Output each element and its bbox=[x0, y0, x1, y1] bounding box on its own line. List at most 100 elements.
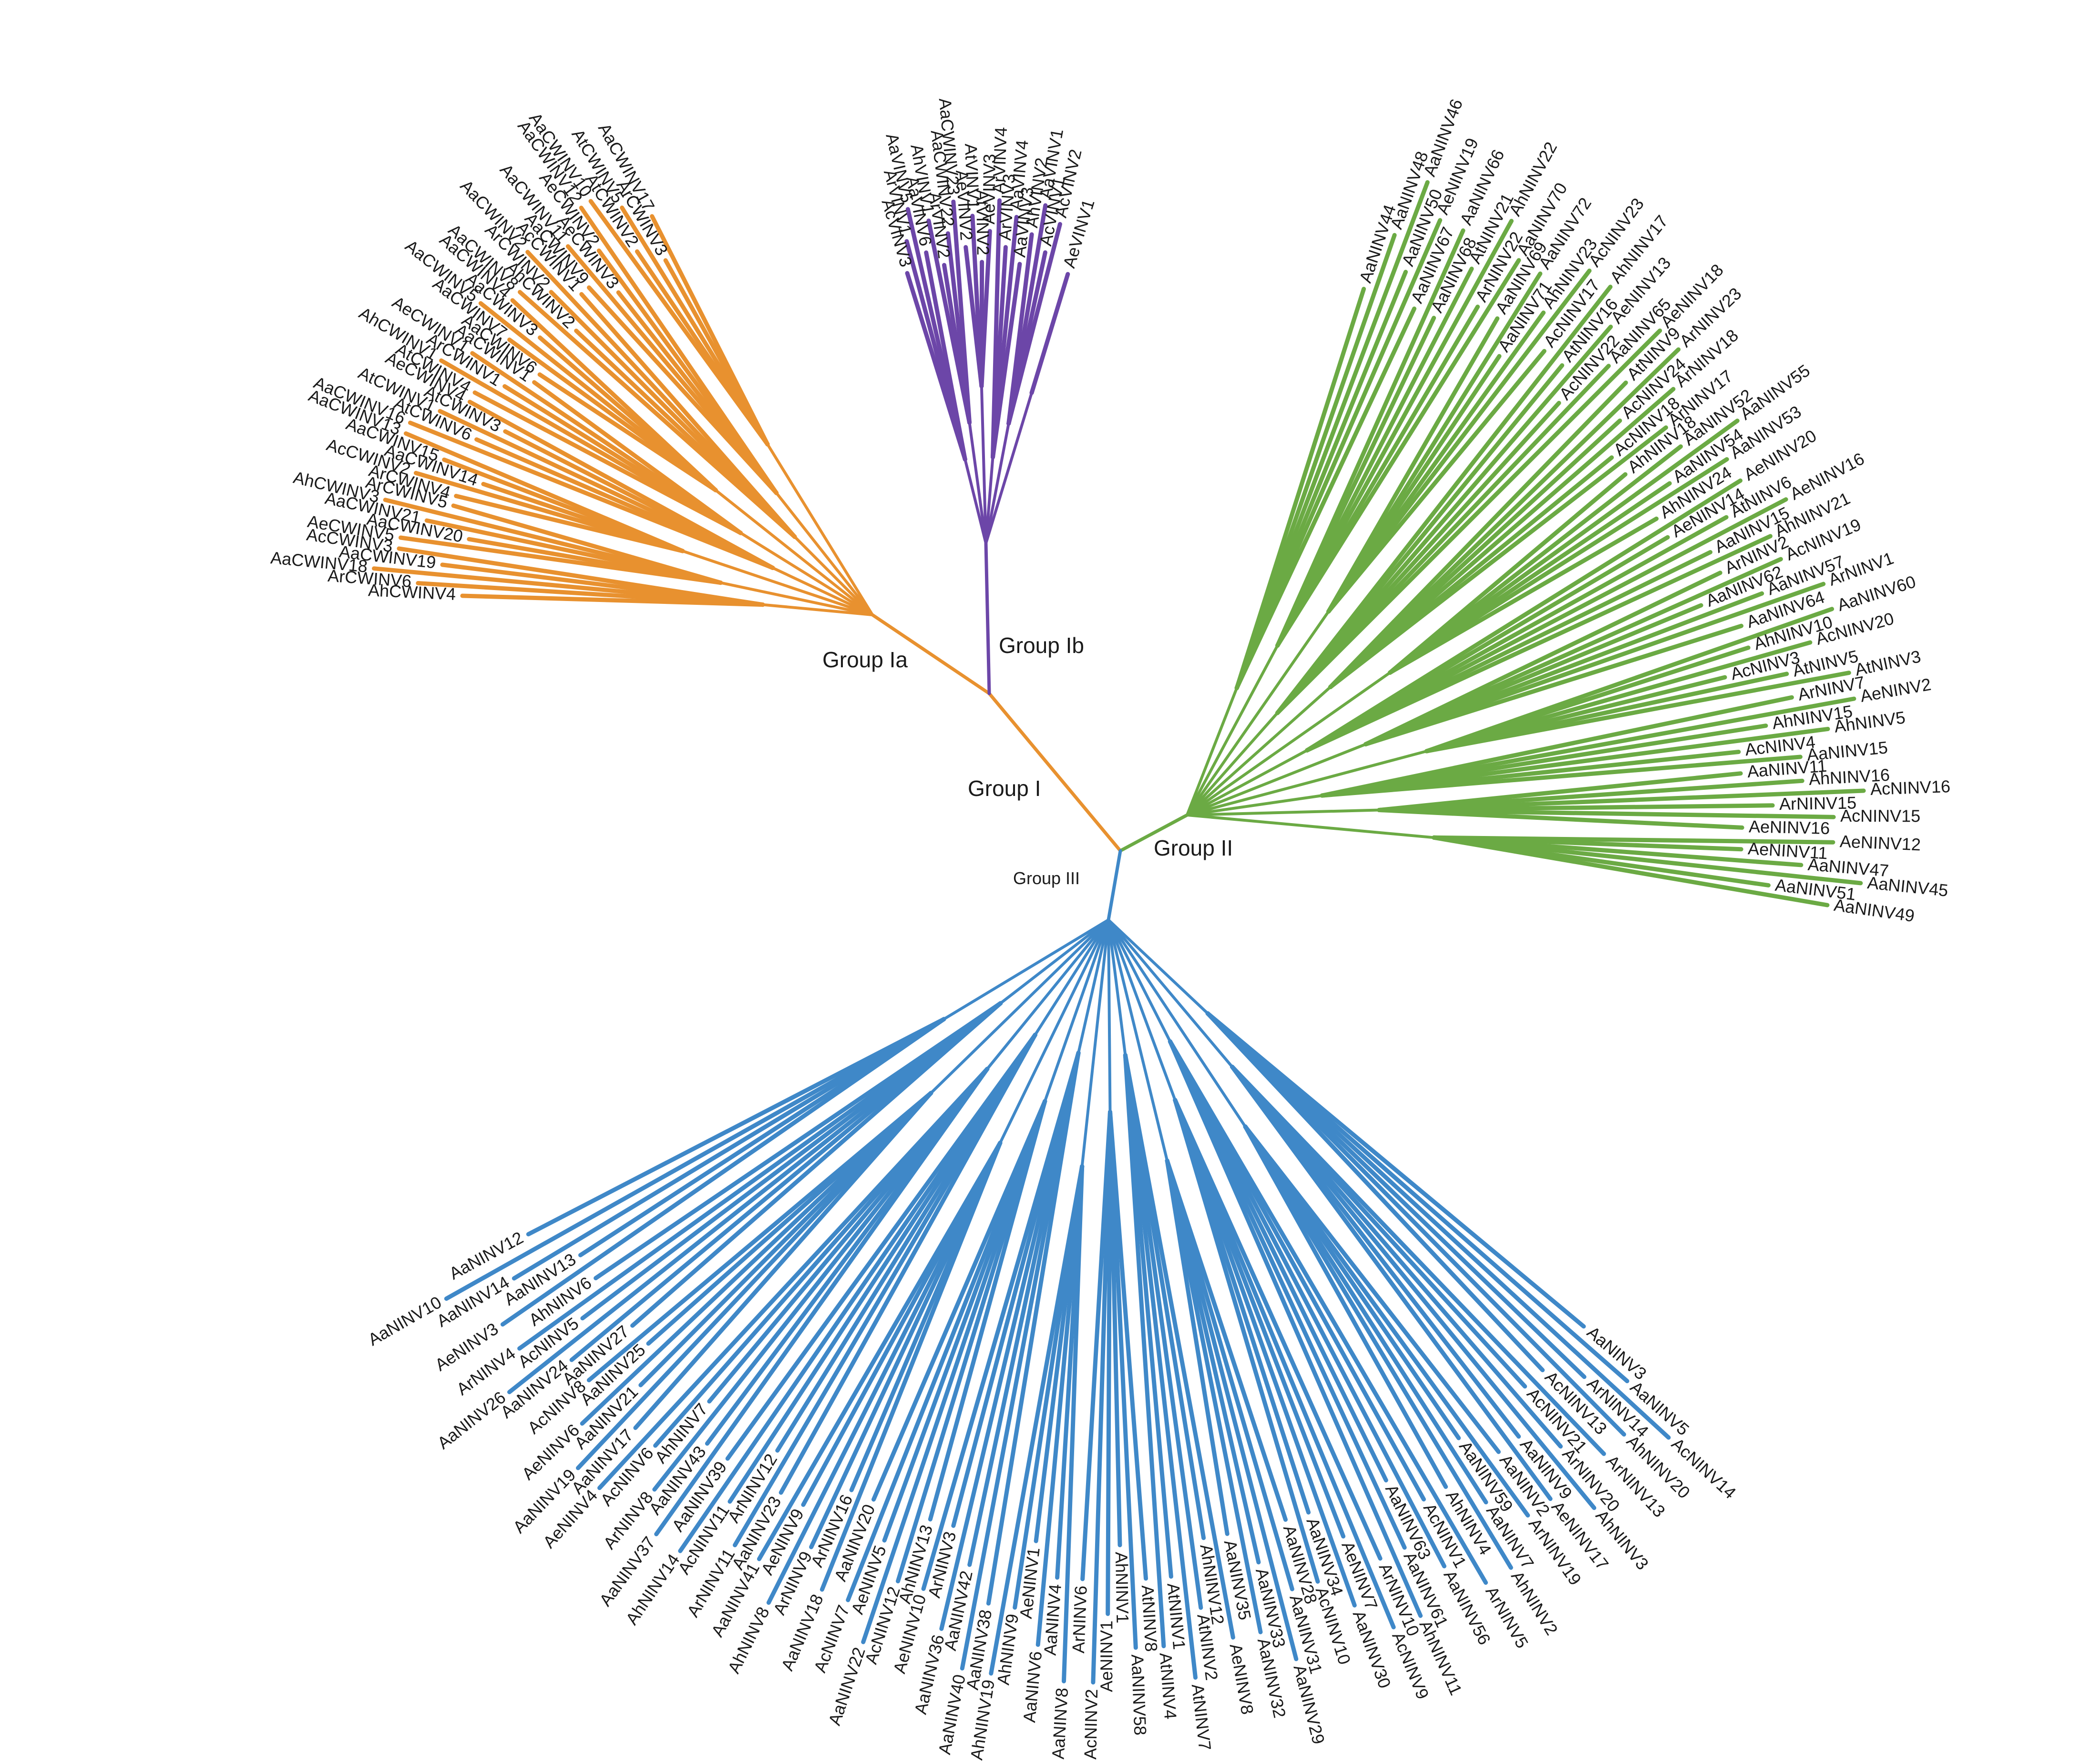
leaf-branch bbox=[1055, 1164, 1085, 1580]
leaf-branch bbox=[1363, 581, 1826, 746]
leaf-branch bbox=[1035, 1164, 1085, 1647]
leaf-branch bbox=[921, 1050, 1081, 1591]
leaf-branch bbox=[526, 1017, 946, 1236]
internal-branch bbox=[1107, 918, 1177, 1101]
internal-branch bbox=[942, 918, 1110, 1021]
internal-branch bbox=[1186, 794, 1324, 816]
group-label-ii: Group II bbox=[1154, 836, 1233, 860]
leaf-label: AtNINV8 bbox=[1138, 1584, 1161, 1652]
leaf-branch bbox=[1006, 222, 1062, 426]
leaf-label: AeNINV12 bbox=[1839, 831, 1921, 854]
leaf-label: AtVINV1 bbox=[961, 143, 984, 210]
leaf-branch bbox=[809, 1141, 1003, 1550]
leaf-branch bbox=[654, 1067, 990, 1537]
leaf-label: AeVINV3 bbox=[979, 154, 999, 225]
leaf-branch bbox=[1205, 1011, 1630, 1384]
leaf-branch bbox=[1275, 219, 1514, 648]
leaf-branch bbox=[1377, 788, 1866, 812]
internal-branch bbox=[1080, 918, 1110, 1168]
internal-branch bbox=[1077, 918, 1110, 1054]
leaf-branch bbox=[733, 1032, 1037, 1548]
leaf-branch bbox=[633, 1091, 933, 1430]
leaf-label: AhNINV19 bbox=[966, 1678, 998, 1761]
leaf-branch bbox=[991, 262, 1022, 459]
leaf-branch bbox=[1205, 1011, 1545, 1373]
leaf-label: AaNINV8 bbox=[1048, 1687, 1072, 1760]
leaf-branch bbox=[586, 1091, 933, 1383]
internal-branch bbox=[739, 531, 874, 616]
leaf-label: AeVINV2 bbox=[952, 169, 976, 241]
leaf-branch bbox=[1320, 696, 1856, 798]
leaf-label: AtNINV4 bbox=[1156, 1652, 1181, 1720]
leaf-branch bbox=[678, 1032, 1037, 1553]
leaf-branch bbox=[579, 292, 797, 539]
leaf-label: AaNINV45 bbox=[1866, 873, 1949, 900]
leaf-branch bbox=[1305, 497, 1788, 753]
leaf-label: AaNINV40 bbox=[934, 1673, 969, 1756]
leaf-label: AaNINV49 bbox=[1833, 895, 1916, 926]
internal-branch bbox=[1107, 918, 1210, 1015]
leaf-branch bbox=[517, 1001, 1003, 1351]
internal-branch bbox=[1107, 918, 1247, 1128]
leaf-branch bbox=[757, 1141, 1003, 1561]
leaf-label: ArNINV15 bbox=[1779, 793, 1857, 814]
leaf-branch bbox=[403, 431, 685, 553]
leaf-branch bbox=[1424, 671, 1851, 754]
leaf-label: AaNINV10 bbox=[365, 1292, 445, 1349]
leaf-branch bbox=[451, 503, 723, 585]
leaf-branch bbox=[1243, 1124, 1513, 1570]
leaf-label: AaNINV29 bbox=[1290, 1663, 1329, 1746]
leaf-branch bbox=[597, 1067, 990, 1490]
internal-branch bbox=[1107, 918, 1169, 1162]
leaf-branch bbox=[989, 1164, 1085, 1676]
leaf-branch bbox=[779, 1032, 1037, 1495]
group-label-i: Group I bbox=[968, 776, 1041, 801]
group-ib-stem bbox=[984, 541, 991, 695]
leaf-branch bbox=[1234, 180, 1430, 691]
leaf-branch bbox=[1320, 726, 1830, 798]
internal-branch bbox=[761, 603, 874, 616]
internal-branch bbox=[1186, 671, 1392, 816]
leaf-label: AaNINV56 bbox=[1440, 1567, 1495, 1648]
internal-branch bbox=[1043, 918, 1110, 1103]
internal-branch bbox=[1186, 610, 1330, 816]
leaf-branch bbox=[594, 1001, 1003, 1281]
group-label-iii: Group III bbox=[1013, 868, 1080, 888]
leaf-label: ArVINV3 bbox=[995, 173, 1019, 241]
internal-branch bbox=[929, 918, 1110, 1095]
leaf-branch bbox=[1123, 1053, 1235, 1640]
leaf-branch bbox=[725, 1032, 1037, 1461]
leaf-branch bbox=[960, 1050, 1081, 1671]
leaf-label: AeNINV1 bbox=[1097, 1621, 1116, 1692]
leaf-label: AcNINV4 bbox=[1744, 732, 1816, 760]
group-labels: Group I Group Ia Group Ib Group II Group… bbox=[822, 633, 1233, 888]
leaf-branch bbox=[1029, 272, 1070, 395]
internal-branch bbox=[1186, 750, 1428, 816]
leaf-branch bbox=[1123, 1053, 1198, 1680]
internal-branch bbox=[714, 489, 874, 616]
leaf-branch bbox=[576, 1091, 933, 1470]
leaf-label: AeNINV16 bbox=[1749, 816, 1830, 838]
leaf-branch bbox=[1205, 1011, 1626, 1437]
leaf-branch bbox=[1234, 306, 1416, 691]
group-iii-stem bbox=[1107, 849, 1122, 922]
leaf-branch bbox=[1108, 1110, 1138, 1650]
internal-branch bbox=[980, 385, 987, 545]
internal-branch bbox=[1107, 918, 1234, 1069]
leaf-branch bbox=[397, 546, 765, 607]
internal-branch bbox=[1107, 918, 1127, 1057]
leaf-branch bbox=[578, 1017, 946, 1257]
leaf-branch bbox=[1388, 516, 1659, 675]
leaf-label: AhNINV16 bbox=[1808, 765, 1890, 789]
leaf-branch bbox=[1173, 1098, 1320, 1584]
leaf-branch bbox=[1123, 1053, 1166, 1649]
leaf-label: AhCWINV4 bbox=[368, 580, 456, 603]
leaf-branch bbox=[1377, 808, 1836, 819]
leaf-branch bbox=[1230, 1064, 1563, 1449]
internal-branch bbox=[984, 456, 994, 545]
internal-branch bbox=[1186, 711, 1279, 816]
leaf-branch bbox=[444, 1017, 946, 1301]
leaf-branch bbox=[1165, 1158, 1230, 1536]
leaf-branch bbox=[500, 1017, 946, 1327]
internal-branch bbox=[1186, 685, 1332, 816]
